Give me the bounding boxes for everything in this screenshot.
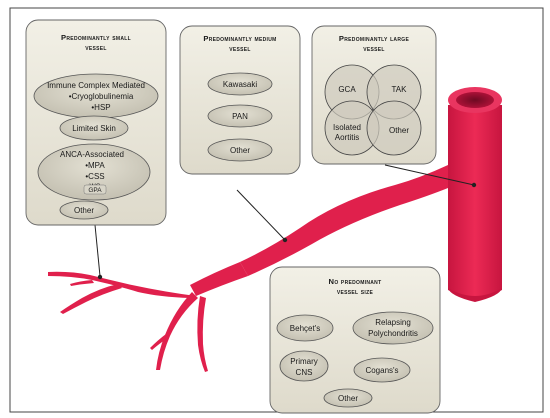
panel-large-vessel: Predominantly large vessel GCA TAK Isola… [312,26,436,164]
medium-other-label: Other [230,146,250,155]
panel-small-title-1: Predominantly small [61,33,131,42]
behcet-label: Behçet's [290,324,320,333]
pointer-dot-large [472,183,476,187]
anca-heading: ANCA-Associated [60,150,124,159]
large-other-label: Other [389,126,409,135]
immune-complex-item-2: •HSP [91,103,110,112]
panel-medium-title-2: vessel [229,44,251,53]
isolated-aortitis-label-2: Aortitis [335,133,359,142]
aorta-lumen [456,92,494,108]
pointer-dot-small [98,275,102,279]
none-other-label: Other [338,394,358,403]
panel-small-vessel: Predominantly small vessel Immune Comple… [26,20,166,225]
cogan-label: Cogans's [365,366,398,375]
limited-skin-label: Limited Skin [72,124,116,133]
panel-no-predominant: No predominant vessel size Behçet's Rela… [270,267,440,413]
anca-item-2: •CSS [85,172,104,181]
pan-label: PAN [232,112,248,121]
pointer-dot-medium [283,238,287,242]
isolated-aortitis-label-1: Isolated [333,123,361,132]
primary-cns-label-2: CNS [296,368,313,377]
relapsing-label-2: Polychondritis [368,329,418,338]
panel-medium-title-1: Predominantly medium [203,34,276,43]
panel-none-title-2: vessel size [337,287,374,296]
panel-none-title-1: No predominant [329,277,382,286]
kawasaki-label: Kawasaki [223,80,257,89]
gpa-label: GPA [88,187,102,194]
relapsing-label-1: Relapsing [375,318,411,327]
primary-cns-label-1: Primary [290,357,318,366]
panel-large-title-2: vessel [363,44,385,53]
oval-relapsing [353,312,433,344]
small-other-label: Other [74,206,94,215]
aorta-trunk [448,105,502,298]
panel-medium-vessel: Predominantly medium vessel Kawasaki PAN… [180,26,300,174]
immune-complex-heading: Immune Complex Mediated [47,81,145,90]
gca-label: GCA [338,85,356,94]
tak-label: TAK [392,85,408,94]
anca-item-1: •MPA [85,161,105,170]
immune-complex-item-1: •Cryoglobulinemia [69,92,134,101]
panel-large-title-1: Predominantly large [339,34,410,43]
panel-small-title-2: vessel [85,43,107,52]
